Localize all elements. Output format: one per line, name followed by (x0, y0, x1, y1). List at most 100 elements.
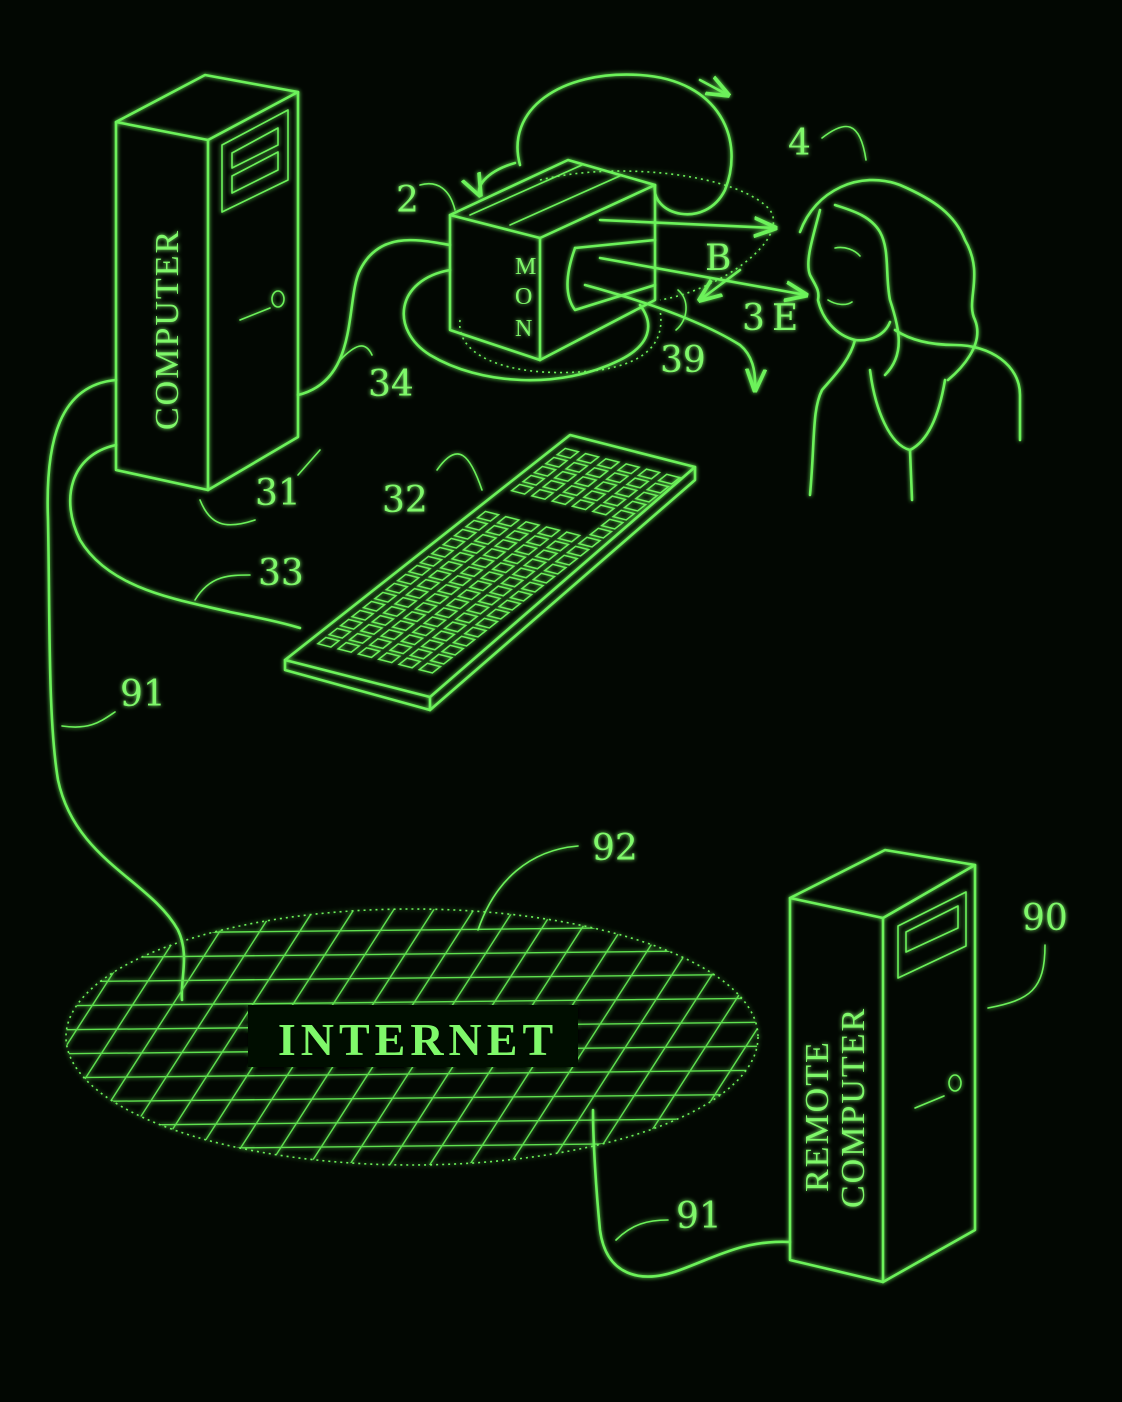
keyboard-key (461, 542, 487, 555)
keyboard-key (397, 657, 422, 669)
keyboard-key (463, 626, 488, 638)
keyboard-key (390, 619, 416, 632)
keyboard-key (600, 518, 625, 530)
keyboard-key (496, 515, 521, 528)
monitor: M O N (448, 158, 657, 362)
grid-line (66, 1093, 758, 1103)
keyboard-key (493, 538, 518, 551)
keyboard-key (616, 463, 641, 475)
keyboard-key (588, 527, 614, 539)
keyboard-key (445, 598, 470, 610)
grid-line (66, 909, 161, 1165)
keyboard-key (555, 447, 580, 459)
keyboard-key (379, 628, 404, 641)
keyboard-key (521, 474, 546, 486)
keyboard-key (553, 470, 578, 483)
keyboard-key (382, 605, 407, 618)
keyboard-key (561, 484, 587, 497)
leader-lines (61, 125, 1046, 1241)
keyboard-key (356, 646, 382, 659)
keyboard-key (399, 634, 425, 646)
keyboard-key (577, 536, 602, 548)
keyboard-key (513, 544, 539, 556)
keyboard-key (545, 540, 570, 552)
keyboard-key (447, 574, 473, 587)
grid-line (499, 909, 681, 1165)
keyboard-key (573, 475, 598, 488)
keyboard-key (452, 528, 478, 540)
keyboard-key (430, 546, 455, 558)
keyboard-key (439, 560, 464, 573)
keyboard-key (422, 616, 448, 628)
keyboard-key (350, 609, 375, 621)
ref-33: 33 (258, 553, 304, 594)
keyboard-key (420, 639, 445, 651)
ref-91-top: 91 (120, 674, 166, 715)
keyboard-key (504, 529, 530, 542)
keyboard-key (465, 603, 491, 615)
keyboard-key (502, 553, 527, 565)
keyboard-key (564, 461, 589, 474)
keyboard-key (336, 641, 361, 654)
keyboard-key (536, 526, 562, 538)
keyboard (283, 433, 697, 712)
keyboard-key (525, 535, 550, 547)
grid-line (579, 909, 758, 1165)
keyboard-key (407, 564, 432, 576)
keyboard-key (611, 509, 636, 521)
remote-label-2: COMPUTER (835, 1007, 872, 1208)
grid-line (66, 909, 241, 1165)
ref-32: 32 (382, 480, 428, 521)
keyboard-key (451, 635, 477, 647)
keyboard-key (491, 562, 516, 574)
monitor-cable (296, 238, 452, 397)
keyboard-key (613, 486, 639, 498)
grid-line (66, 973, 758, 983)
keyboard-key (456, 589, 482, 601)
keyboard-key (441, 537, 466, 549)
remote-label-1: REMOTE (799, 1040, 836, 1192)
monitor-field-lines (402, 73, 806, 390)
keyboard-key (541, 479, 567, 492)
grid-line (66, 909, 758, 911)
keyboard-key (657, 473, 682, 485)
grid-line (619, 909, 758, 1165)
keyboard-key (486, 608, 511, 620)
keyboard-key (479, 571, 505, 583)
monitor-letter-n: N (515, 316, 532, 342)
keyboard-key (393, 596, 418, 609)
keyboard-key (636, 468, 662, 480)
grid-line (66, 949, 758, 959)
grid-line (66, 909, 121, 1165)
keyboard-key (622, 500, 648, 512)
keyboard-key (440, 644, 465, 656)
keyboard-key (543, 563, 568, 575)
keyboard-key (347, 632, 373, 645)
grid-line (66, 1141, 758, 1151)
keyboard-key (368, 637, 393, 650)
keyboard-key (544, 456, 569, 468)
keyboard-key (402, 610, 427, 623)
keyboard-key (488, 585, 513, 597)
keyboard-key (413, 601, 439, 614)
ref-4: 4 (788, 123, 811, 164)
keyboard-key (530, 488, 555, 501)
keyboard-key (508, 590, 534, 602)
keyboard-key (370, 614, 396, 627)
keyboard-key (475, 510, 501, 522)
grid-line (66, 909, 201, 1165)
keyboard-key (484, 524, 510, 537)
keyboard-key (575, 452, 601, 465)
keyboard-key (596, 457, 621, 470)
keyboard-key (532, 465, 558, 477)
ref-39: 39 (660, 340, 706, 381)
grid-line (66, 1069, 758, 1079)
monitor-letter-o: O (515, 284, 532, 310)
keyboard-cable (68, 443, 302, 630)
keyboard-key (556, 531, 582, 543)
keyboard-key (582, 490, 607, 502)
computer-tower: COMPUTER (114, 73, 300, 492)
keyboard-key (554, 554, 579, 566)
keyboard-key (434, 607, 459, 619)
